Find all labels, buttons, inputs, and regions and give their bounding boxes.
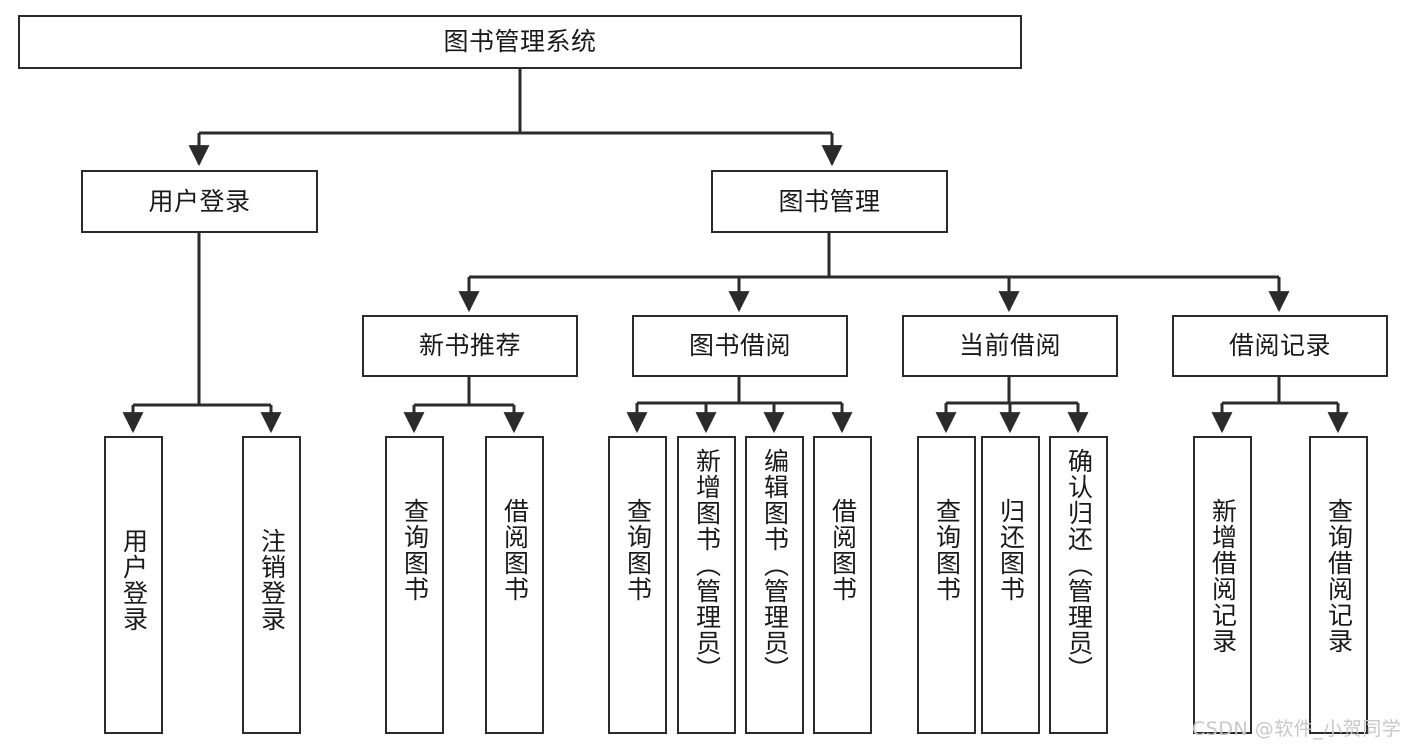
- node-label: 借阅图书: [500, 498, 530, 602]
- node-leaf-return-book[interactable]: 归还图书: [981, 436, 1040, 734]
- node-leaf-user-login[interactable]: 用户登录: [104, 436, 163, 734]
- node-leaf-logout-login[interactable]: 注销登录: [242, 436, 301, 734]
- node-leaf-borrow-book-2[interactable]: 借阅图书: [813, 436, 872, 734]
- node-label: 新增图书（管理员）: [692, 448, 722, 682]
- node-label: 编辑图书（管理员）: [760, 448, 790, 682]
- node-borrow-record[interactable]: 借阅记录: [1172, 315, 1388, 377]
- node-label: 查询图书: [932, 498, 962, 602]
- node-new-book-recommend[interactable]: 新书推荐: [362, 315, 578, 377]
- node-label: 新书推荐: [418, 331, 521, 361]
- node-label: 用户登录: [119, 528, 149, 632]
- node-current-borrow[interactable]: 当前借阅: [902, 315, 1118, 377]
- node-label: 图书管理系统: [443, 27, 597, 57]
- node-leaf-query-record[interactable]: 查询借阅记录: [1309, 436, 1368, 734]
- node-book-management-system[interactable]: 图书管理系统: [18, 15, 1022, 69]
- node-leaf-query-book-3[interactable]: 查询图书: [917, 436, 976, 734]
- node-label: 查询图书: [623, 498, 653, 602]
- node-label: 当前借阅: [958, 331, 1061, 361]
- node-leaf-query-book-1[interactable]: 查询图书: [385, 436, 444, 734]
- node-label: 归还图书: [996, 498, 1026, 602]
- node-book-borrow[interactable]: 图书借阅: [632, 315, 848, 377]
- node-label: 借阅图书: [828, 498, 858, 602]
- node-leaf-edit-book[interactable]: 编辑图书（管理员）: [745, 436, 804, 734]
- node-label: 新增借阅记录: [1208, 498, 1238, 654]
- node-leaf-add-record[interactable]: 新增借阅记录: [1193, 436, 1252, 734]
- node-label: 确认归还（管理员）: [1064, 448, 1094, 682]
- node-label: 查询图书: [400, 498, 430, 602]
- node-label: 注销登录: [257, 528, 287, 632]
- node-label: 图书管理: [778, 186, 881, 216]
- node-user-login[interactable]: 用户登录: [81, 170, 318, 233]
- node-label: 借阅记录: [1228, 331, 1331, 361]
- node-leaf-add-book[interactable]: 新增图书（管理员）: [677, 436, 736, 734]
- node-label: 查询借阅记录: [1324, 498, 1354, 654]
- node-leaf-query-book-2[interactable]: 查询图书: [608, 436, 667, 734]
- node-leaf-borrow-book-1[interactable]: 借阅图书: [485, 436, 544, 734]
- node-label: 用户登录: [148, 186, 251, 216]
- node-label: 图书借阅: [688, 331, 791, 361]
- node-book-management[interactable]: 图书管理: [711, 170, 948, 233]
- node-leaf-confirm-return[interactable]: 确认归还（管理员）: [1049, 436, 1108, 734]
